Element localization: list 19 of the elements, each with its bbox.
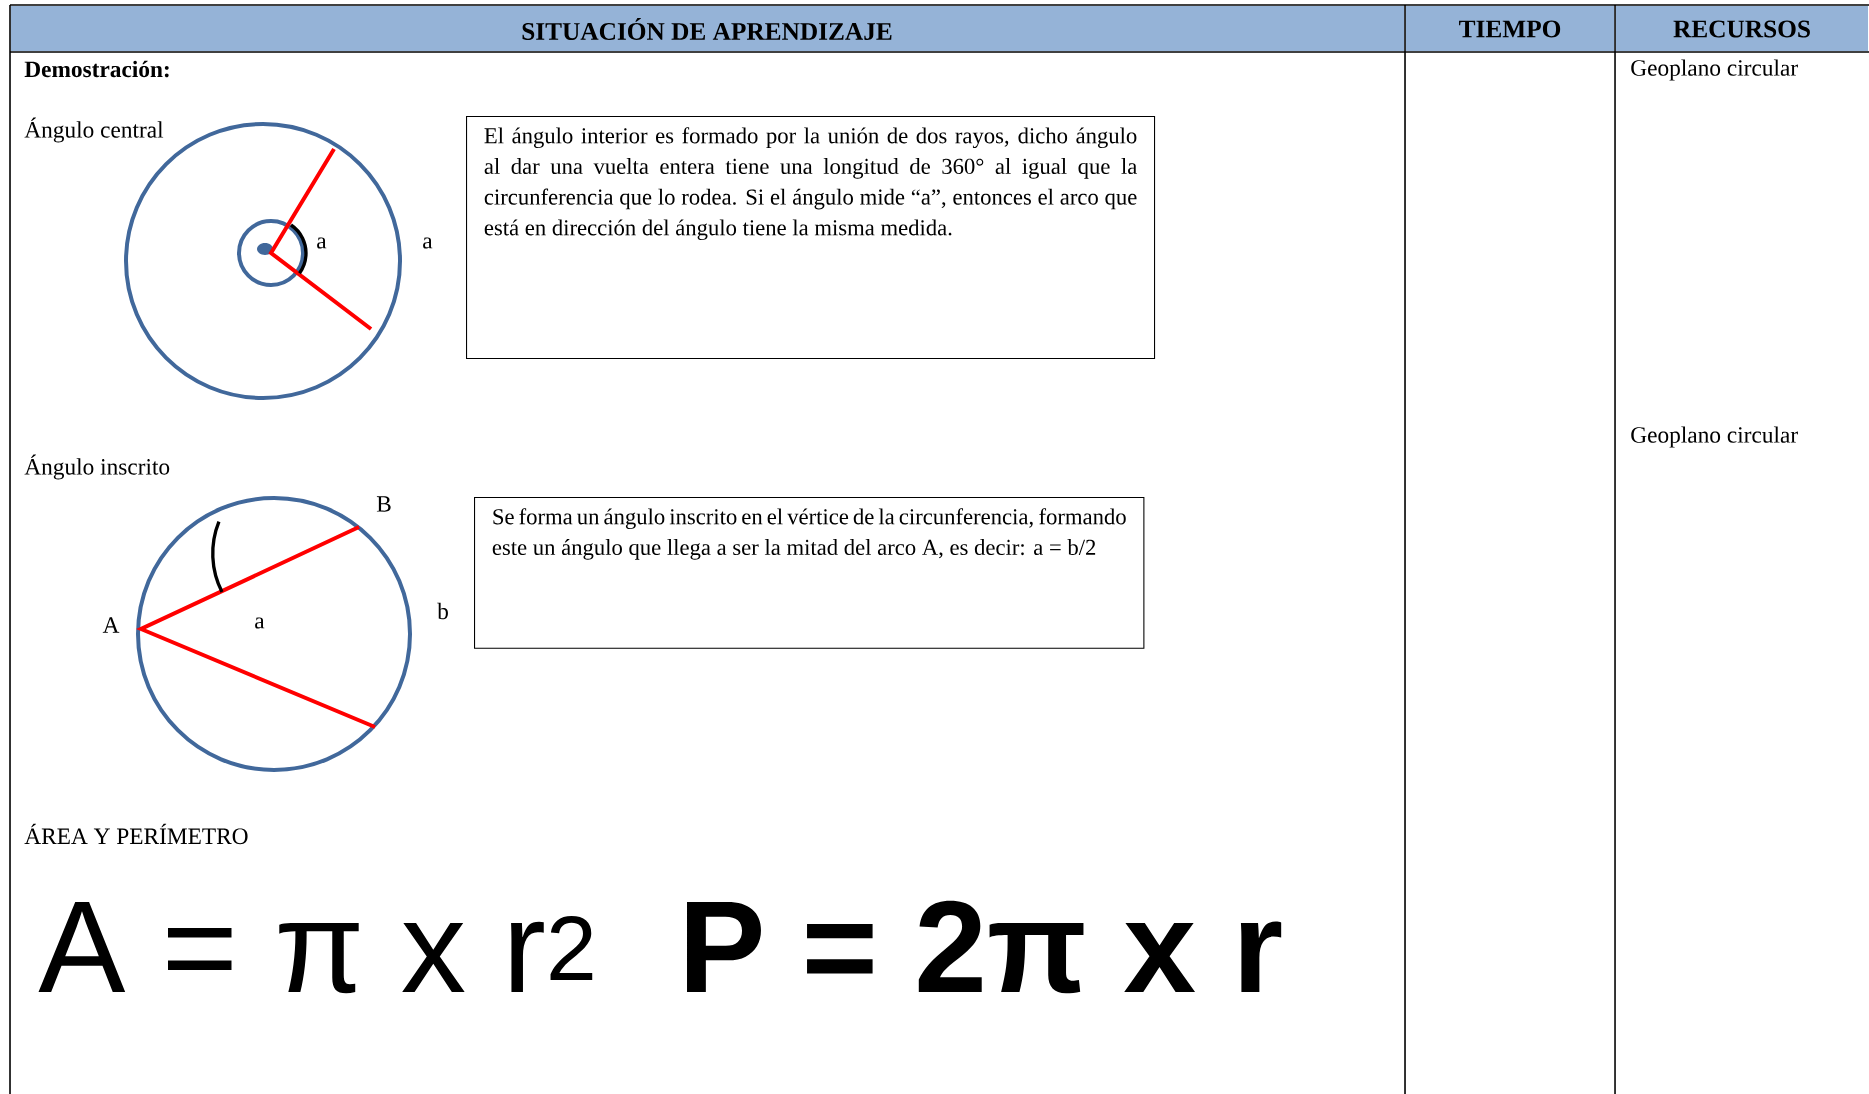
angle-label: a (317, 237, 327, 249)
section-heading: Demostración: (24, 60, 169, 78)
header-cell: RECURSOS (1616, 6, 1868, 51)
point-label: B (376, 496, 391, 512)
arc-label: a (423, 237, 433, 249)
area-formula: A = π x r$^{2}$ (38, 902, 593, 994)
angle-label: a (255, 617, 265, 629)
perimeter-formula: P = 2π x r (687, 900, 1282, 994)
point-label: A (102, 617, 120, 633)
arc-label: b (437, 602, 448, 620)
section-heading: ÁREA Y PERÍMETRO (24, 823, 248, 845)
header-cell: SITUACIÓN DE APRENDIZAJE (11, 6, 1404, 51)
resource-text: Geoplano circular (1631, 426, 1798, 448)
figure-heading: Ángulo inscrito (24, 454, 170, 480)
figure-heading: Ángulo central (24, 117, 164, 143)
resource-text: Geoplano circular (1631, 59, 1798, 81)
text-box: El ángulo interior es formado por la unión de dos rayos, dicho ángulo al dar una vuelta entera tiene una longitud de 360° al igual que la circunferencia que lo rodea. Si el ángulo mide “a”, entonces el arco que está en dirección del ángulo tiene la misma medida. (466, 116, 1156, 360)
header-cell: TIEMPO (1406, 6, 1614, 51)
text-box: Se forma un ángulo inscrito en el vértice de la circunferencia, formando este un ángulo que llega a ser la mitad del arco A, es decir: a = b/2 (474, 497, 1145, 649)
